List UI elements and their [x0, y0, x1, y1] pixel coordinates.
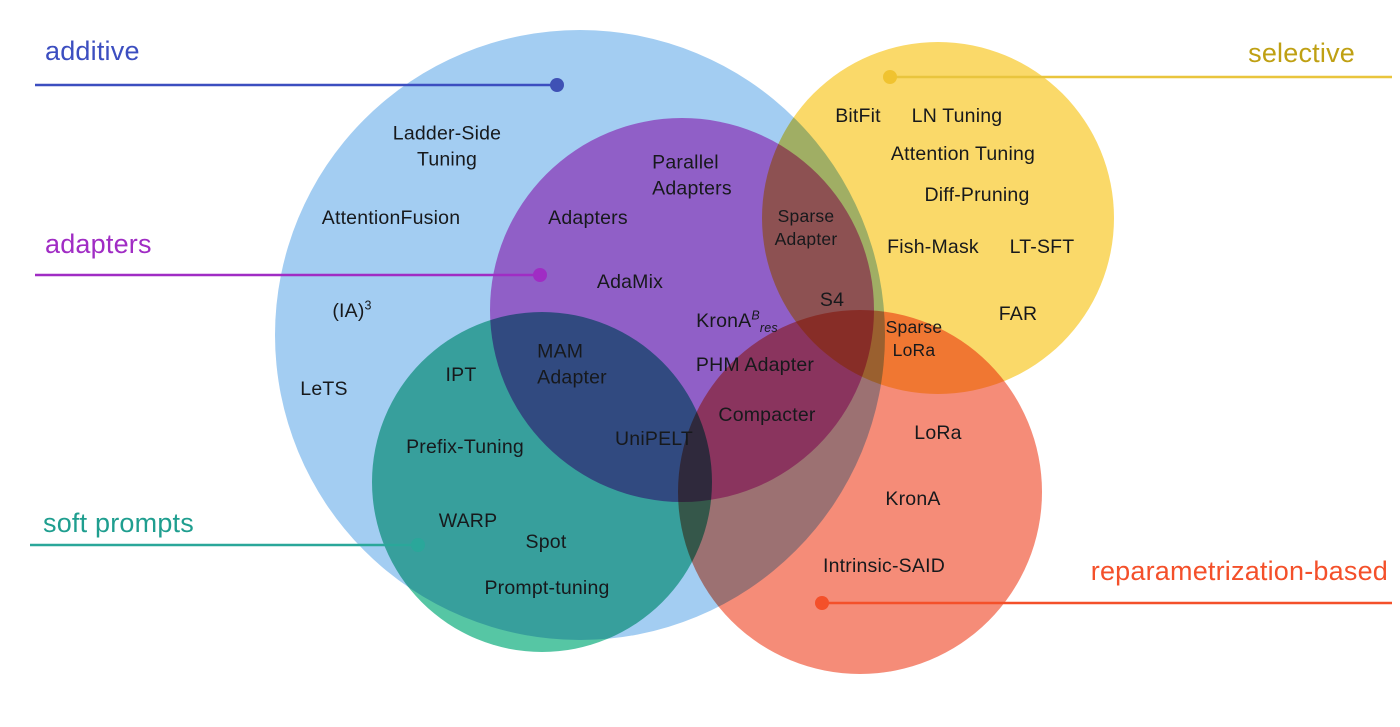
leader-dot-soft-prompts: [411, 538, 425, 552]
method-prompt-tuning: Prompt-tuning: [484, 577, 610, 600]
category-label-adapters: adapters: [45, 229, 152, 259]
method-parallel-adapters: Parallel Adapters: [652, 151, 732, 199]
method-superscript: B: [751, 308, 760, 323]
method-lora: LoRa: [914, 422, 962, 445]
leader-dot-additive: [550, 78, 564, 92]
category-label-selective: selective: [1248, 38, 1355, 68]
method-spot: Spot: [525, 531, 567, 554]
method-lets: LeTS: [300, 378, 348, 401]
method-sparse-lora: Sparse LoRa: [885, 316, 943, 360]
method-text: KronA: [696, 310, 752, 333]
method-far: FAR: [998, 303, 1038, 326]
circle-reparametrization: [678, 310, 1042, 674]
method-ia3: (IA)3: [332, 297, 371, 324]
method-attention-tuning: Attention Tuning: [890, 143, 1036, 166]
method-ln-tuning: LN Tuning: [911, 105, 1003, 128]
method-warp: WARP: [438, 510, 498, 533]
method-mam-adapter: MAM Adapter: [537, 340, 607, 388]
method-prefix-tuning: Prefix-Tuning: [406, 436, 524, 459]
method-phm-adapter: PHM Adapter: [695, 354, 815, 377]
method-text: (IA): [332, 299, 365, 322]
method-krona-res: KronABres: [696, 308, 778, 337]
method-ipt: IPT: [445, 364, 477, 387]
leader-dot-reparametrization: [815, 596, 829, 610]
circle-selective: [762, 42, 1114, 394]
leader-dot-adapters: [533, 268, 547, 282]
category-label-soft-prompts: soft prompts: [43, 508, 194, 538]
method-attentionfusion: AttentionFusion: [321, 207, 461, 230]
method-compacter: Compacter: [718, 404, 816, 427]
leader-dot-selective: [883, 70, 897, 84]
category-label-additive: additive: [45, 36, 140, 66]
method-krona: KronA: [885, 488, 941, 511]
method-ladder-side-tuning: Ladder-Side Tuning: [392, 122, 502, 170]
method-intrinsic-said: Intrinsic-SAID: [823, 555, 945, 578]
category-label-reparametrization: reparametrization-based: [1090, 556, 1388, 586]
method-adapters: Adapters: [548, 207, 628, 230]
method-adamix: AdaMix: [596, 271, 664, 294]
method-s4: S4: [819, 289, 845, 312]
method-sparse-adapter: Sparse Adapter: [774, 205, 838, 249]
method-diff-pruning: Diff-Pruning: [924, 184, 1030, 207]
method-bitfit: BitFit: [835, 105, 881, 128]
method-lt-sft: LT-SFT: [1009, 236, 1075, 259]
method-subscript: res: [759, 320, 778, 335]
circle-soft-prompts: [372, 312, 712, 652]
method-fish-mask: Fish-Mask: [887, 236, 979, 259]
method-unipelt: UniPELT: [615, 428, 693, 451]
method-superscript: 3: [364, 298, 372, 313]
